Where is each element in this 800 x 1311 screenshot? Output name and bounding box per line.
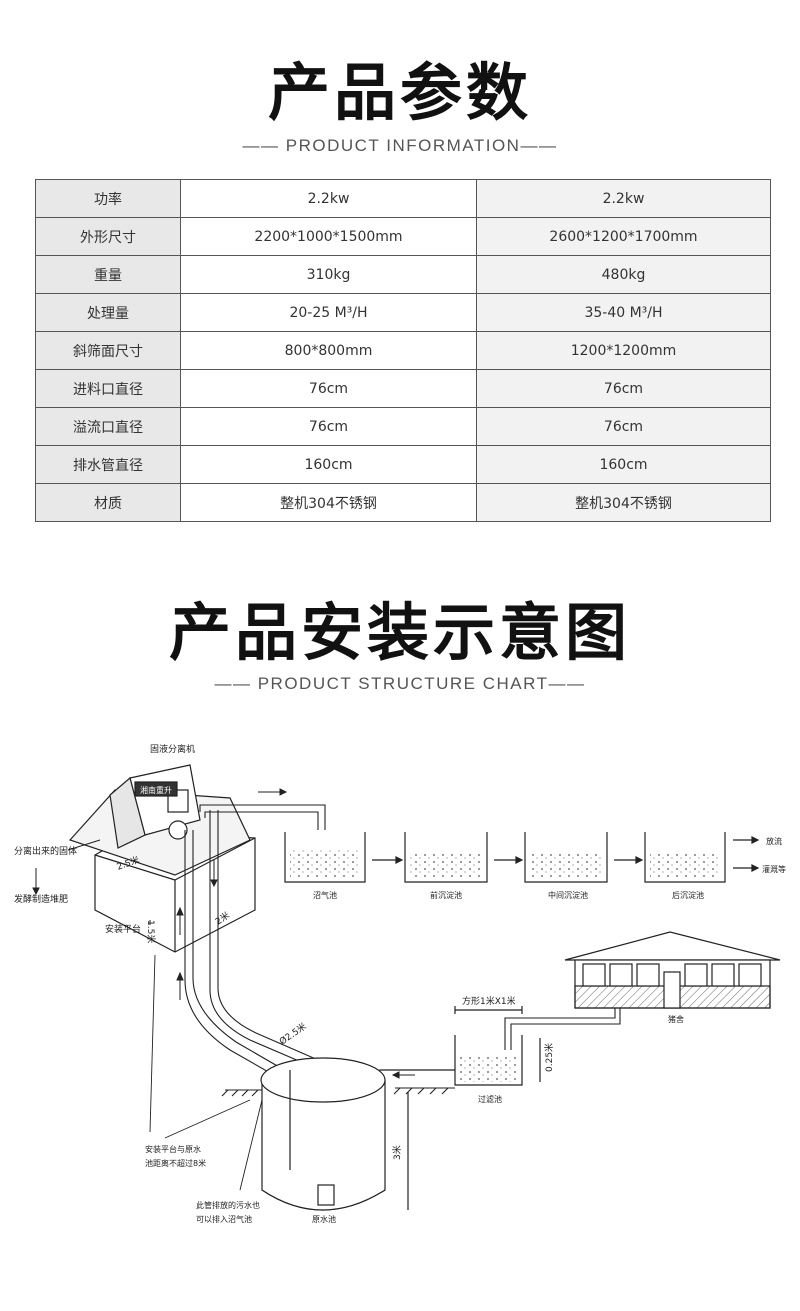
pig-house-pipe [504, 1008, 621, 1050]
spec-value-model1: 160cm [180, 445, 477, 484]
note-distance-line1: 安装平台与原水 [145, 1144, 201, 1154]
spec-value-model2: 2.2kw [476, 179, 771, 218]
spec-value-model1: 76cm [180, 407, 477, 446]
pool-diameter-label: Ø2.5米 [277, 1020, 309, 1047]
section-subtitle-product-information: —— PRODUCT INFORMATION—— [242, 136, 558, 155]
spec-label-cell: 处理量 [35, 293, 181, 332]
pig-house [564, 931, 781, 1009]
spec-value-model1: 310kg [180, 255, 477, 294]
dimension-1-5m: 1.5米 [145, 920, 157, 943]
spec-label-cell: 排水管直径 [35, 445, 181, 484]
section-subtitle-structure-chart: —— PRODUCT STRUCTURE CHART—— [214, 674, 586, 693]
platform-label: 安装平台 [105, 923, 141, 935]
pool-depth-label: 3米 [391, 1145, 403, 1160]
spec-label-cell: 进料口直径 [35, 369, 181, 408]
spec-value-model2: 480kg [476, 255, 771, 294]
note-pipe-line2: 可以排入沼气池 [196, 1214, 252, 1224]
note-pipe-line1: 此管排放的污水也 [196, 1200, 260, 1210]
compost-label: 发酵制造堆肥 [14, 893, 68, 905]
settling-tanks [284, 832, 760, 883]
spec-value-model1: 800*800mm [180, 331, 477, 370]
biogas-tank-label: 沼气池 [313, 890, 337, 900]
filter-size-label: 方形1米X1米 [462, 995, 516, 1007]
solids-arrows [32, 839, 101, 896]
spec-label-cell: 溢流口直径 [35, 407, 181, 446]
spec-value-model1: 整机304不锈钢 [180, 483, 477, 522]
installation-diagram: 湘南重升 分离出来的固体 发酵制造堆肥 固液分离机 2.5米 1.5米 2米 安… [14, 743, 786, 1224]
spec-label-cell: 外形尺寸 [35, 217, 181, 256]
spec-value-model2: 2600*1200*1700mm [476, 217, 771, 256]
spec-value-model1: 20-25 M³/H [180, 293, 477, 332]
spec-label-cell: 材质 [35, 483, 181, 522]
pre-settling-label: 前沉淀池 [430, 890, 462, 900]
note-distance-line2: 池距离不超过8米 [145, 1158, 206, 1168]
section-title-product-params: 产品参数 [267, 56, 532, 129]
spec-value-model2: 76cm [476, 369, 771, 408]
spec-value-model2: 76cm [476, 407, 771, 446]
spec-label-cell: 功率 [35, 179, 181, 218]
spec-value-model1: 2.2kw [180, 179, 477, 218]
spec-value-model1: 76cm [180, 369, 477, 408]
mid-settling-label: 中间沉淀池 [548, 890, 588, 900]
spec-row: 材质整机304不锈钢整机304不锈钢 [35, 483, 771, 522]
post-settling-label: 后沉淀池 [672, 890, 704, 900]
ground-line [221, 1087, 455, 1097]
discharge-label: 放流 [766, 836, 782, 846]
annotation-leaders [149, 954, 263, 1191]
spec-label-cell: 斜筛面尺寸 [35, 331, 181, 370]
flow-arrows [149, 788, 415, 1079]
pool-label: 原水池 [312, 1214, 336, 1224]
machine-plate-label: 湘南重升 [140, 785, 172, 795]
spec-value-model2: 整机304不锈钢 [476, 483, 771, 522]
spec-value-model1: 2200*1000*1500mm [180, 217, 477, 256]
separator-machine [109, 764, 201, 849]
feed-pipes [184, 804, 337, 1146]
machine-label: 固液分离机 [150, 743, 195, 755]
raw-water-pool [260, 1057, 409, 1211]
solids-out-label: 分离出来的固体 [14, 845, 77, 857]
filter-depth-label: 0.25米 [543, 1043, 555, 1072]
filter-tank [364, 1006, 541, 1086]
spec-value-model2: 160cm [476, 445, 771, 484]
section-title-installation-diagram: 产品安装示意图 [168, 596, 631, 669]
spec-value-model2: 1200*1200mm [476, 331, 771, 370]
spec-value-model2: 35-40 M³/H [476, 293, 771, 332]
irrigation-label: 灌溉等 [762, 864, 786, 874]
filter-tank-label: 过滤池 [478, 1094, 502, 1104]
pig-house-label: 猪舍 [668, 1014, 684, 1024]
spec-label-cell: 重量 [35, 255, 181, 294]
